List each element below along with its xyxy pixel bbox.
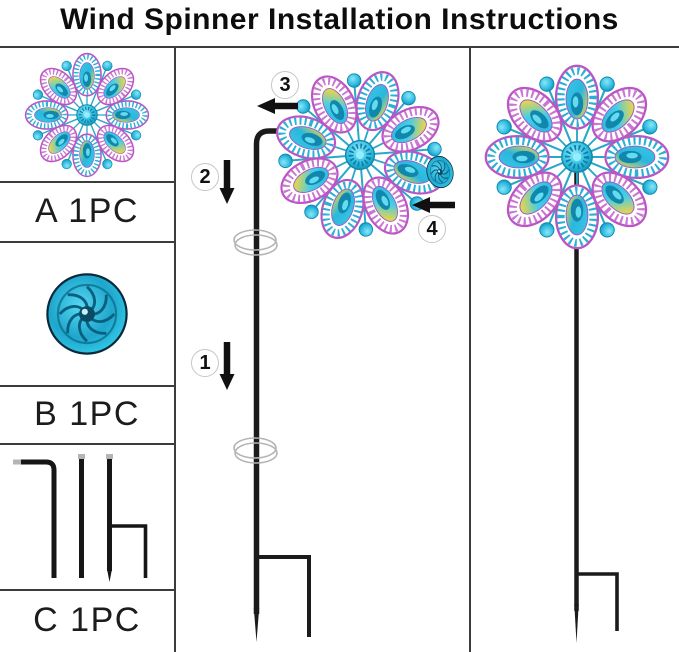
result-panel xyxy=(471,46,679,652)
grid-line-b2 xyxy=(0,443,176,445)
step-1-number: 1 xyxy=(199,351,211,374)
stake-pole-tip xyxy=(574,604,579,643)
part-c-label-cell: C 1PC xyxy=(0,591,174,650)
part-b-label: B 1PC xyxy=(34,394,140,433)
step-4-arrowhead xyxy=(412,197,430,213)
spinner-head-icon xyxy=(486,66,668,248)
step-3-number: 3 xyxy=(279,73,291,96)
part-c-label: C 1PC xyxy=(33,601,141,639)
grid-line-left-divider xyxy=(174,46,176,652)
part-a-label-cell: A 1PC xyxy=(0,183,174,239)
swivel-ring-upper-2 xyxy=(234,234,278,256)
part-a-label: A 1PC xyxy=(35,191,139,230)
stake-cap-3 xyxy=(106,454,113,459)
cap-icon xyxy=(43,270,131,358)
part-c-image-cell xyxy=(0,445,174,589)
assembly-diagram xyxy=(219,46,469,642)
assembly-panel: 1 2 3 4 xyxy=(176,46,469,652)
assembled-spinner-drawing xyxy=(471,46,679,643)
spinner-head-icon xyxy=(23,51,151,179)
stake-pole-tip xyxy=(253,608,260,642)
grid-line-top xyxy=(0,46,679,48)
step-1-arrowhead xyxy=(219,374,235,390)
step-2-badge: 2 xyxy=(191,163,219,191)
swivel-ring-lower xyxy=(233,437,277,459)
grid-line-right-divider xyxy=(469,46,471,652)
step-4-number: 4 xyxy=(426,217,438,240)
grid-line-b1 xyxy=(0,385,176,387)
stake-pole-drawing xyxy=(253,128,295,614)
swivel-ring-upper xyxy=(233,229,277,251)
grid-line-c1 xyxy=(0,589,176,591)
step-2-arrowhead xyxy=(219,188,235,204)
part-b-image-cell xyxy=(0,243,174,385)
part-b-label-cell: B 1PC xyxy=(0,387,174,441)
grid-line-a2 xyxy=(0,241,176,243)
step-3-arrowhead xyxy=(257,98,275,114)
stake-tip xyxy=(107,569,112,582)
step-3-badge: 3 xyxy=(271,71,299,99)
stake-foot-step xyxy=(111,524,148,578)
swivel-ring-lower-2 xyxy=(234,442,278,464)
ground-step-drawing xyxy=(576,572,619,631)
stake-section-bent xyxy=(20,459,57,578)
step-2-number: 2 xyxy=(199,165,211,188)
stake-cap-1 xyxy=(13,459,21,465)
part-a-image-cell xyxy=(0,48,174,181)
step-arrows xyxy=(219,98,455,390)
page-title: Wind Spinner Installation Instructions xyxy=(60,3,619,36)
ground-step-drawing xyxy=(256,555,311,637)
step-1-badge: 1 xyxy=(191,349,219,377)
grid-line-a1 xyxy=(0,181,176,183)
swivel-ring-icons xyxy=(233,229,278,464)
step-4-badge: 4 xyxy=(418,215,446,243)
stake-cap-2 xyxy=(78,454,85,459)
stake-poles-icon xyxy=(13,454,148,582)
